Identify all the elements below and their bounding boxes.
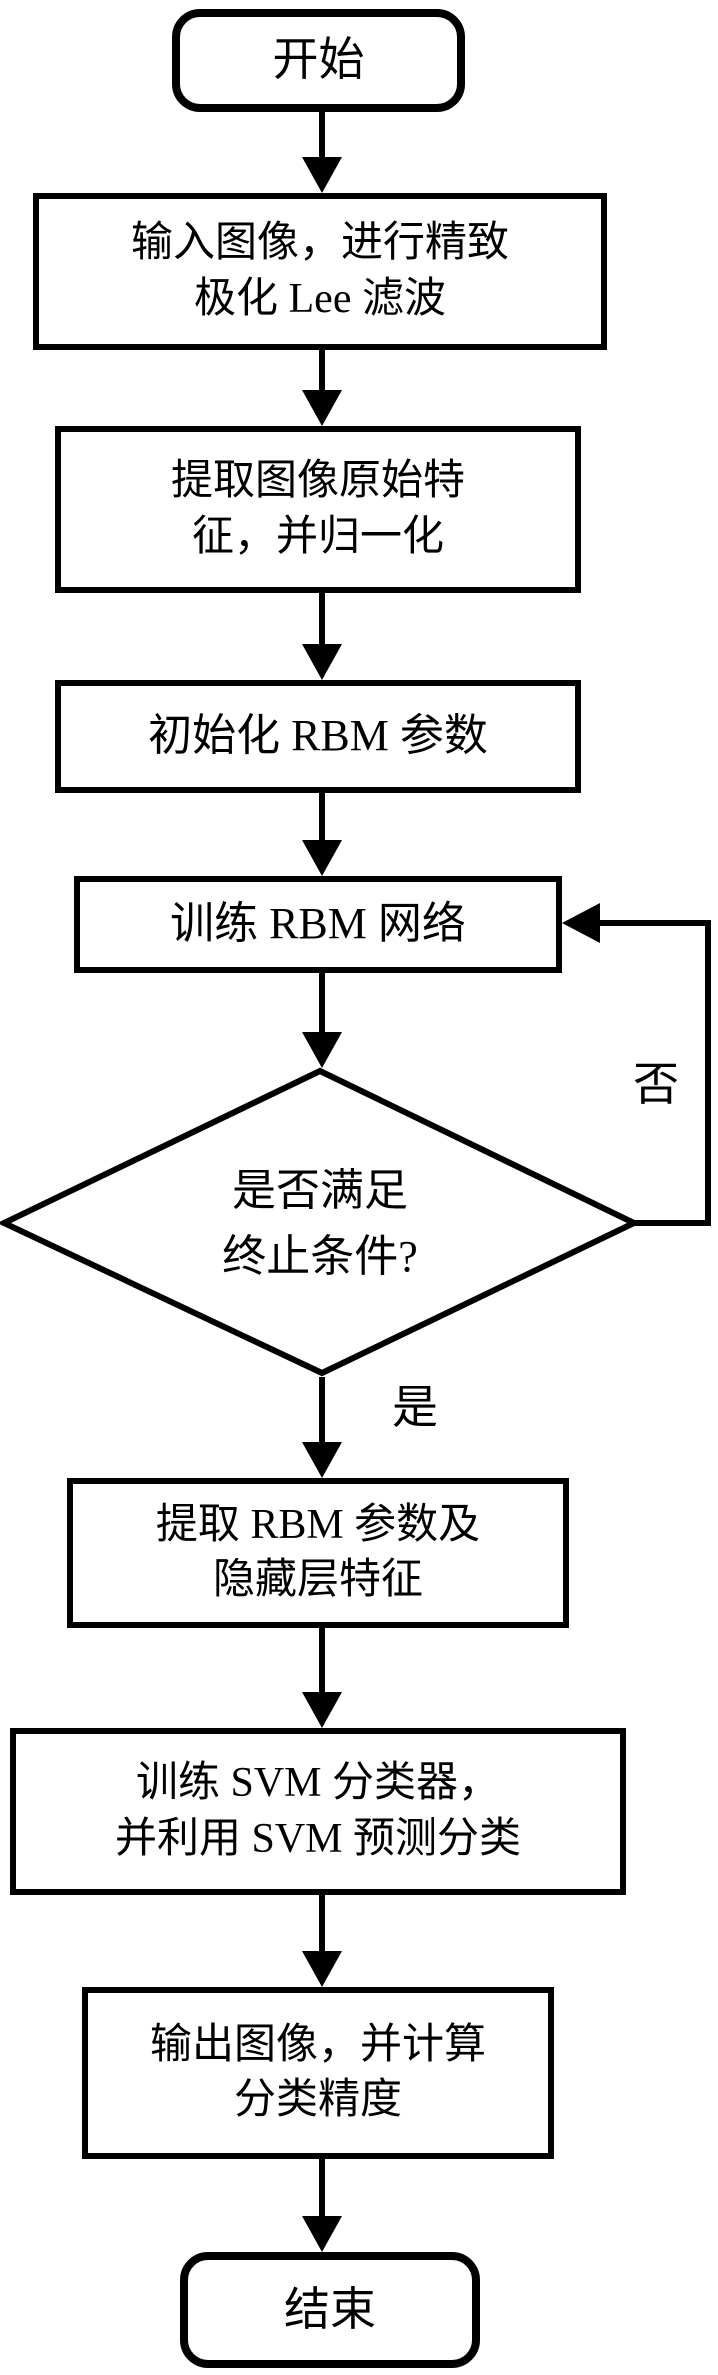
- decision-text: 是否满足 终止条件?: [150, 1158, 490, 1290]
- arrow-extract-to-init: [319, 593, 325, 645]
- init-rbm-label: 初始化 RBM 参数: [148, 711, 488, 761]
- arrow-input-to-extract: [319, 350, 325, 391]
- arrow-svm-to-output: [319, 1895, 325, 1952]
- arrowhead-start-to-input: [302, 157, 342, 193]
- extract-raw-line1: 提取图像原始特: [170, 458, 465, 505]
- output-image-node: 输出图像，并计算 分类精度: [82, 1987, 554, 2159]
- decision-line1: 是否满足: [232, 1166, 408, 1215]
- arrowhead-input-to-extract: [302, 390, 342, 426]
- end-node: 结束: [180, 2252, 480, 2368]
- extract-raw-features-node: 提取图像原始特 征，并归一化: [55, 426, 581, 593]
- extract-rbm-line1: 提取 RBM 参数及: [155, 1501, 481, 1548]
- output-image-line1: 输出图像，并计算: [149, 2021, 486, 2068]
- start-label: 开始: [272, 34, 365, 86]
- arrow-init-to-train: [319, 793, 325, 841]
- decision-line2: 终止条件?: [222, 1232, 418, 1281]
- arrowhead-svm-to-output: [302, 1951, 342, 1987]
- no-loop-arrowhead: [562, 903, 600, 943]
- extract-rbm-features-node: 提取 RBM 参数及 隐藏层特征: [67, 1478, 569, 1628]
- output-image-line2: 分类精度: [233, 2077, 402, 2123]
- input-image-node: 输入图像，进行精致 极化 Lee 滤波: [33, 193, 607, 350]
- no-loop-vertical-segment: [705, 920, 711, 1226]
- no-edge-label: 否: [633, 1059, 679, 1110]
- arrow-output-to-end: [319, 2159, 325, 2217]
- arrowhead-train-to-decision: [302, 1032, 342, 1068]
- decision-diamond-shape: [0, 1067, 641, 1377]
- extract-rbm-line2: 隐藏层特征: [212, 1557, 423, 1603]
- no-loop-bottom-segment: [634, 1220, 711, 1226]
- arrow-decision-to-extract-rbm: [319, 1377, 325, 1443]
- arrowhead-init-to-train: [302, 840, 342, 876]
- input-image-line2: 极化 Lee 滤波: [194, 275, 446, 322]
- start-node: 开始: [172, 9, 465, 112]
- train-svm-line2: 并利用 SVM 预测分类: [114, 1815, 522, 1862]
- train-rbm-node: 训练 RBM 网络: [74, 876, 562, 973]
- init-rbm-node: 初始化 RBM 参数: [55, 680, 581, 793]
- yes-edge-label: 是: [392, 1382, 438, 1433]
- end-label: 结束: [284, 2283, 376, 2335]
- arrowhead-output-to-end: [302, 2216, 342, 2252]
- no-loop-top-segment: [596, 920, 711, 926]
- arrowhead-decision-to-extract-rbm: [302, 1442, 342, 1478]
- extract-raw-line2: 征，并归一化: [191, 513, 444, 560]
- arrow-extract-rbm-to-svm: [319, 1628, 325, 1693]
- arrow-start-to-input: [319, 112, 325, 158]
- arrowhead-extract-rbm-to-svm: [302, 1692, 342, 1728]
- train-svm-line1: 训练 SVM 分类器，: [135, 1760, 501, 1807]
- train-rbm-label: 训练 RBM 网络: [170, 899, 466, 949]
- arrow-train-to-decision: [319, 973, 325, 1033]
- input-image-line1: 输入图像，进行精致: [130, 220, 509, 267]
- train-svm-node: 训练 SVM 分类器， 并利用 SVM 预测分类: [10, 1728, 626, 1895]
- arrowhead-extract-to-init: [302, 644, 342, 680]
- decision-diamond: [0, 1067, 641, 1377]
